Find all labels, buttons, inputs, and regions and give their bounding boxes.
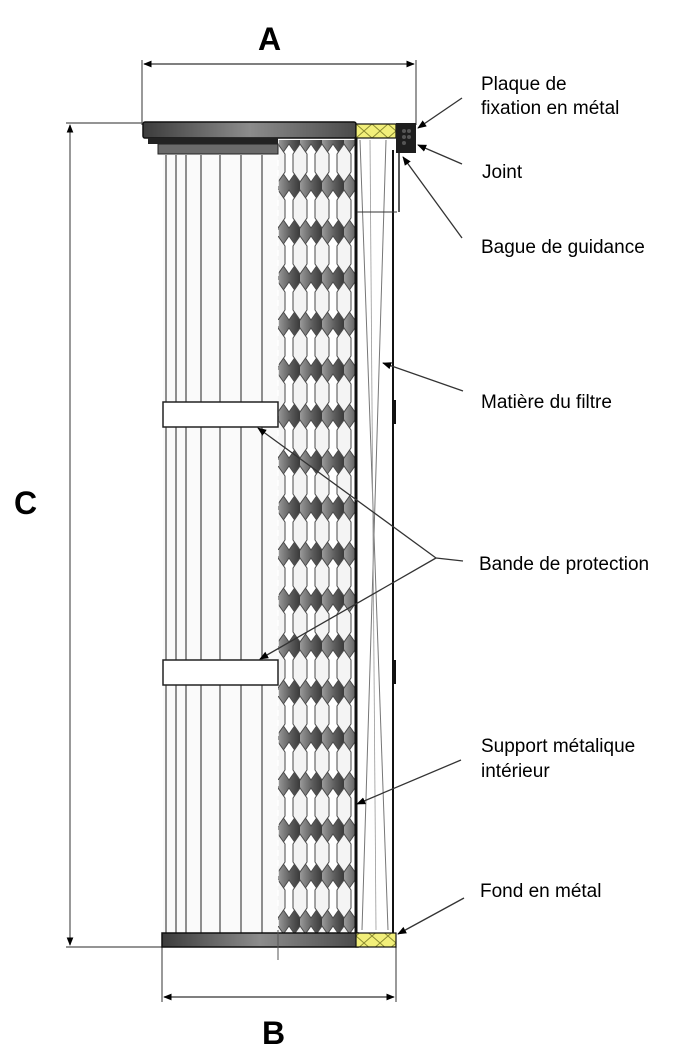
top-fixing-plate	[142, 121, 416, 212]
leader-bande-bottom	[259, 557, 437, 660]
leader-matiere	[382, 362, 464, 392]
dimension-c: C	[14, 122, 162, 948]
dimension-a-label: A	[258, 21, 281, 57]
leader-support	[356, 759, 462, 805]
callout-labels: Plaque de fixation en métal Joint Bague …	[479, 74, 649, 902]
label-support-line2: intérieur	[481, 761, 550, 782]
label-fond: Fond en métal	[480, 881, 601, 902]
label-support-line1: Support métalique	[481, 736, 635, 757]
outer-mesh	[277, 140, 356, 934]
leader-plaque	[417, 97, 463, 129]
inner-support	[354, 138, 397, 934]
leader-bague	[402, 156, 463, 239]
dimension-c-label: C	[14, 485, 37, 521]
pleated-filter-media	[163, 155, 278, 933]
protection-band-bottom	[162, 659, 279, 686]
label-bande: Bande de protection	[479, 554, 649, 575]
leader-lines	[257, 97, 465, 935]
label-plaque-line1: Plaque de	[481, 74, 567, 95]
dimension-b: B	[161, 947, 397, 1051]
leader-joint	[417, 144, 463, 165]
leader-fond	[397, 897, 465, 935]
label-bague: Bague de guidance	[481, 237, 645, 258]
leader-bande-top	[257, 427, 437, 559]
dimension-b-label: B	[262, 1015, 285, 1051]
label-plaque-line2: fixation en métal	[481, 98, 619, 119]
bottom-metal-cap	[161, 930, 397, 960]
protection-band-top	[162, 401, 279, 428]
dimension-a: A	[141, 21, 417, 125]
leader-bande-main	[435, 557, 464, 562]
label-joint: Joint	[482, 162, 523, 183]
label-matiere: Matière du filtre	[481, 392, 612, 413]
